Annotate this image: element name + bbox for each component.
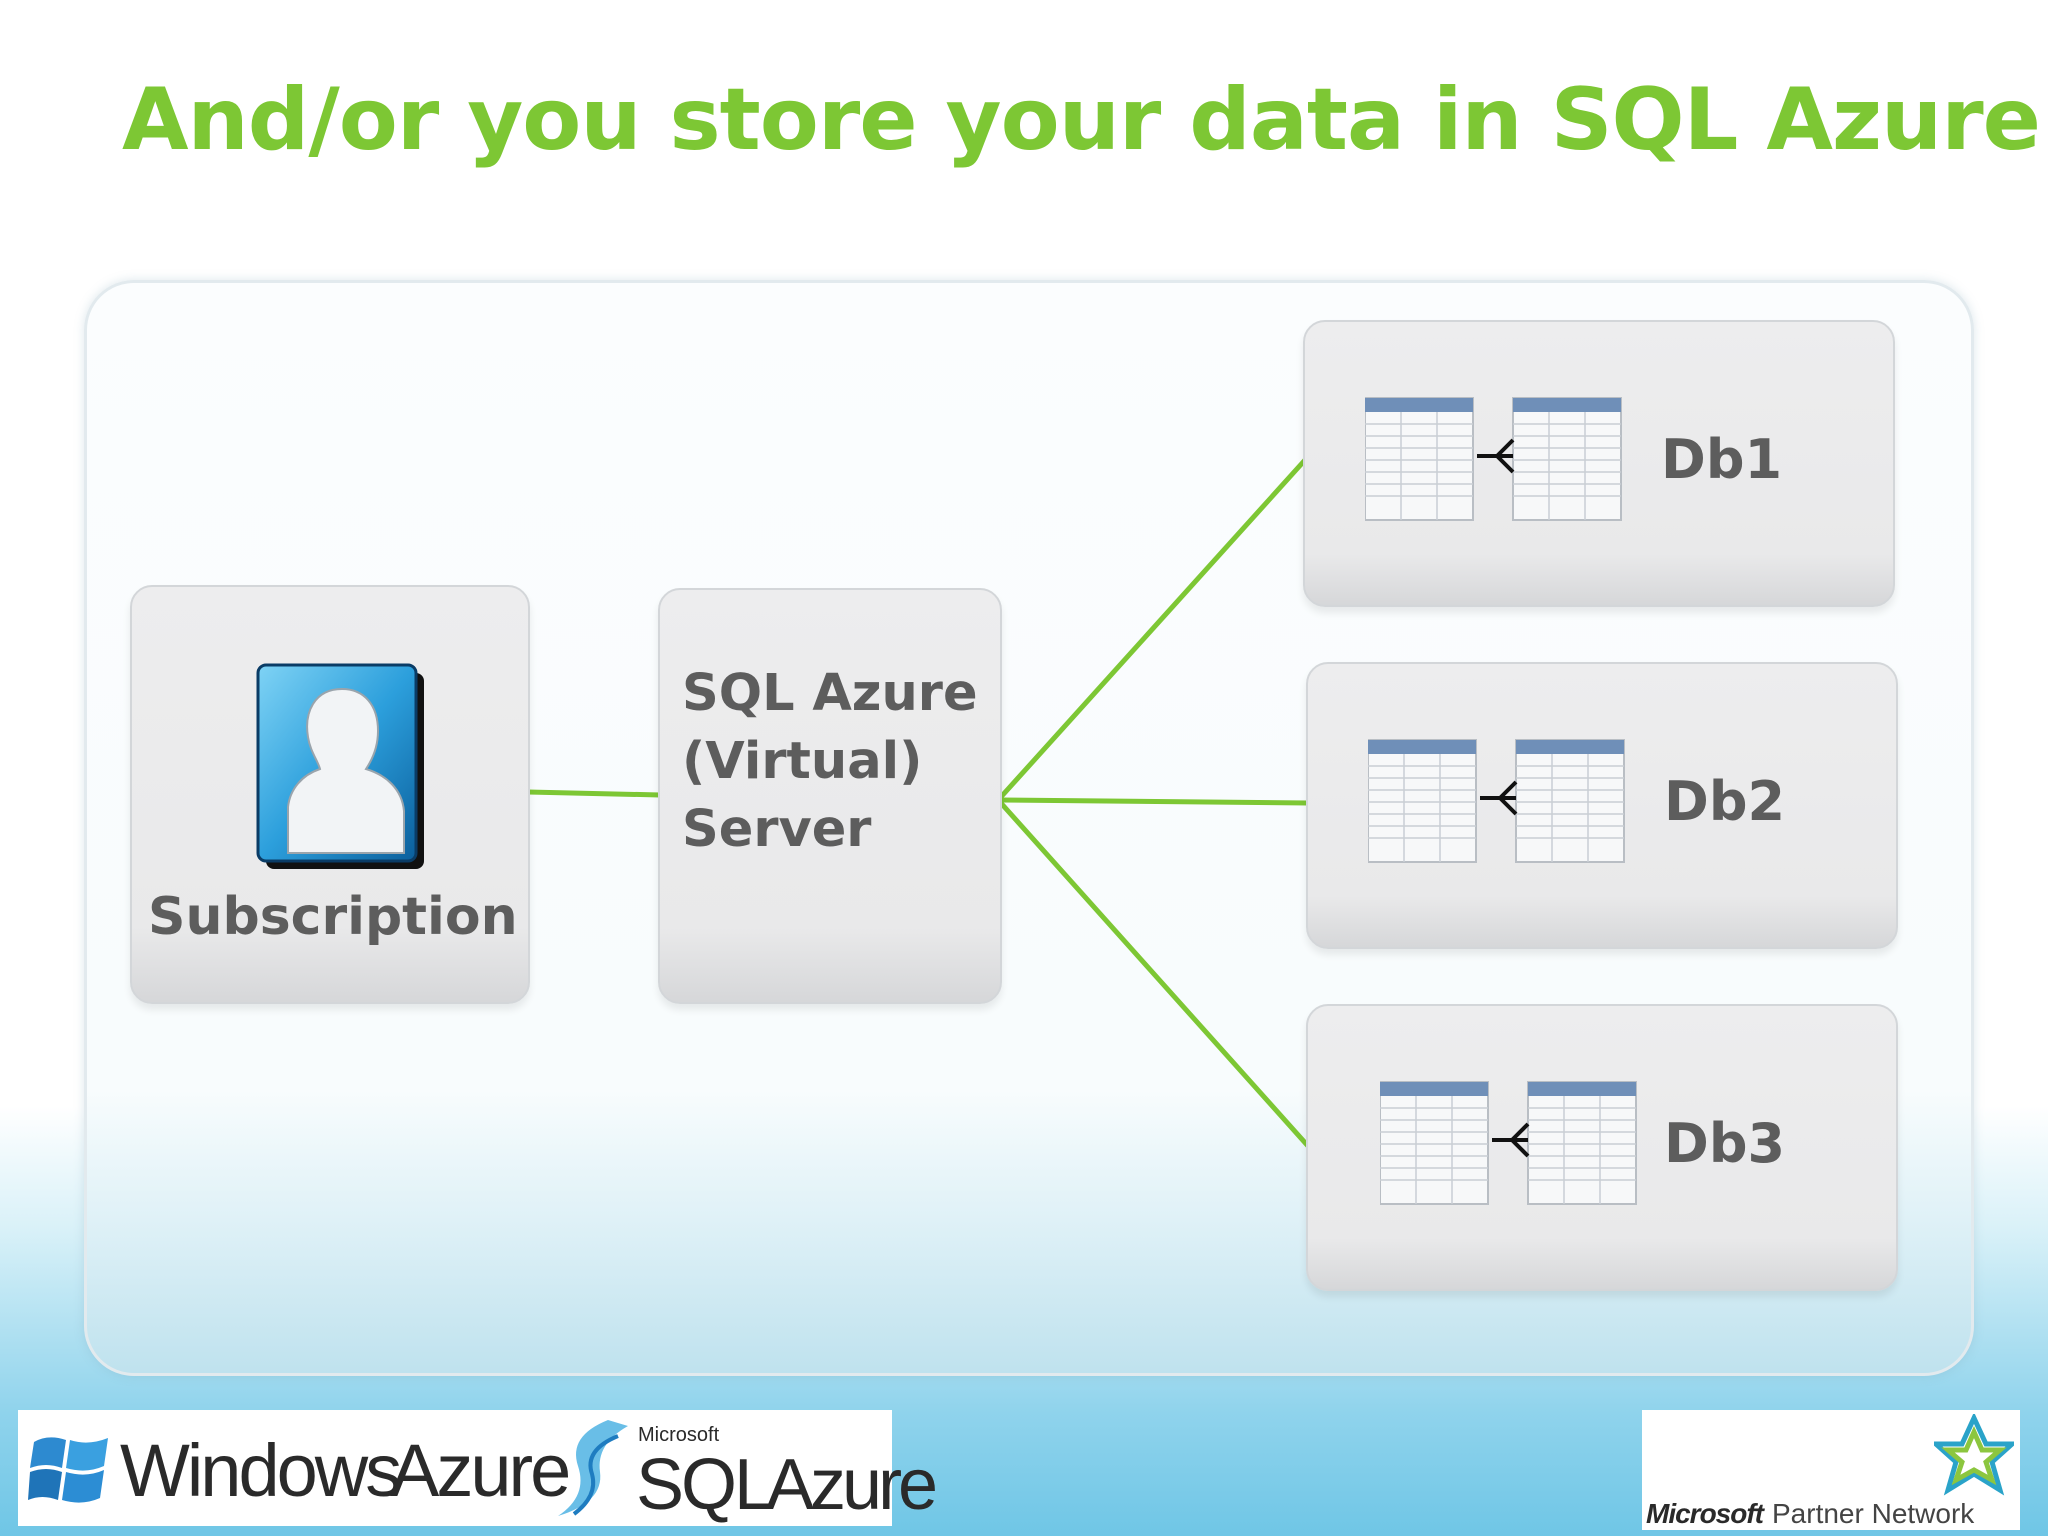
subscription-label: Subscription [148, 887, 518, 947]
logo-microsoft-small-text: Microsoft [638, 1424, 720, 1446]
subscription-box: Subscription [130, 585, 530, 1004]
logo-windows-text: Windows [120, 1429, 402, 1512]
db3-label: Db3 [1664, 1112, 1786, 1175]
logo-azure-text: Azure [390, 1429, 571, 1512]
user-icon [256, 663, 424, 869]
db1-box: Db1 [1303, 320, 1895, 607]
slide-title: And/or you store your data in SQL Azure [122, 70, 2041, 170]
server-box: SQL Azure (Virtual) Server [658, 588, 1002, 1004]
db3-box: Db3 [1306, 1004, 1898, 1291]
database-tables-icon [1380, 1081, 1637, 1205]
partner-network-star-icon [1934, 1414, 2014, 1496]
connector-server-db1 [998, 458, 1307, 800]
windows-sql-azure-logo: Windows Azure Microsoft SQL Azure [18, 1410, 938, 1526]
database-tables-icon [1368, 739, 1625, 863]
sql-swirl-icon [558, 1420, 628, 1516]
db2-box: Db2 [1306, 662, 1898, 949]
windows-flag-icon [28, 1437, 108, 1503]
db2-label: Db2 [1664, 770, 1786, 833]
logo-sql-azure-text: Azure [766, 1445, 938, 1525]
connector-subscription-server [527, 789, 661, 798]
logo-mpn-microsoft-text: Microsoft [1646, 1498, 1764, 1529]
connector-server-db2 [999, 797, 1309, 806]
logo-mpn-partner-network-text: Partner Network [1772, 1498, 1975, 1529]
logo-sql-text: SQL [636, 1445, 774, 1525]
connector-server-db3 [998, 800, 1310, 1148]
db1-label: Db1 [1661, 428, 1783, 491]
microsoft-partner-network-logo: Microsoft Partner Network [1642, 1410, 2020, 1530]
database-tables-icon [1365, 397, 1622, 521]
server-label: SQL Azure (Virtual) Server [682, 664, 978, 859]
